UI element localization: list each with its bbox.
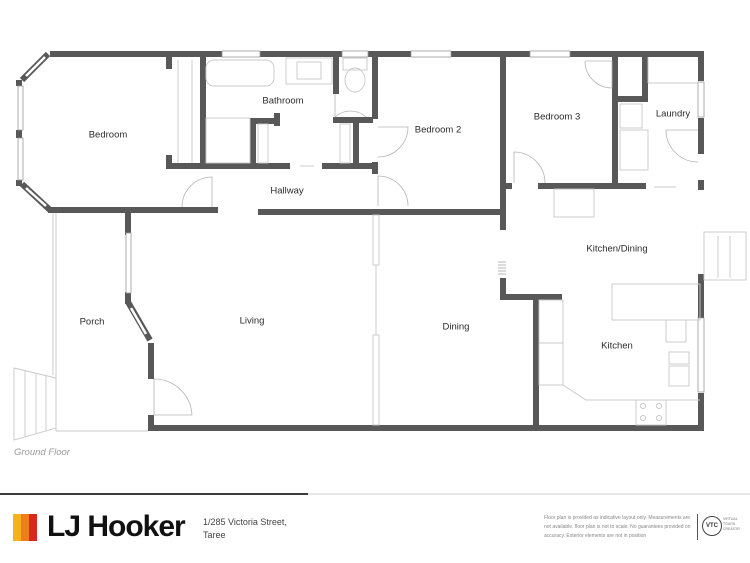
property-address: 1/285 Victoria Street, Taree xyxy=(203,516,287,542)
windows xyxy=(17,50,705,393)
room-label-living: Living xyxy=(239,315,265,327)
room-label-bathroom: Bathroom xyxy=(262,95,304,107)
room-label-kitchen-dining: Kitchen/Dining xyxy=(586,243,648,255)
logo-bar-yellow xyxy=(13,513,21,541)
vtc-separator xyxy=(697,514,698,540)
bay-window-glass xyxy=(25,56,148,335)
footer-divider-light xyxy=(308,493,750,495)
lj-hooker-logo: LJ Hooker xyxy=(13,510,186,543)
vtc-caption-3: Creator xyxy=(723,527,740,531)
disclaimer-text: Floor plan is provided as indicative lay… xyxy=(544,515,691,539)
room-label-bedroom-3: Bedroom 3 xyxy=(533,111,581,123)
logo-bar-orange xyxy=(21,513,29,541)
room-label-porch: Porch xyxy=(79,316,105,328)
room-label-dining: Dining xyxy=(442,321,470,333)
floor-label: Ground Floor xyxy=(14,447,70,458)
room-label-bedroom-2: Bedroom 2 xyxy=(414,124,462,136)
room-label-laundry: Laundry xyxy=(655,108,691,120)
address-line-2: Taree xyxy=(203,530,226,540)
brand-name: LJ Hooker xyxy=(47,510,186,543)
logo-bar-red xyxy=(29,513,37,541)
vtc-caption-1: Virtual xyxy=(723,517,738,521)
fixtures xyxy=(13,57,747,441)
vtc-badge-icon: VTC xyxy=(702,516,722,536)
walls xyxy=(16,51,704,431)
logo-color-bars-icon xyxy=(13,513,37,541)
room-label-hallway: Hallway xyxy=(270,185,304,197)
floor-plan xyxy=(13,50,747,441)
footer-divider xyxy=(0,493,308,495)
room-label-bedroom: Bedroom xyxy=(88,129,128,141)
room-label-kitchen: Kitchen xyxy=(601,340,633,352)
vtc-caption: Virtual Tours Creator xyxy=(723,517,740,532)
address-line-1: 1/285 Victoria Street, xyxy=(203,517,287,527)
window-hatch xyxy=(498,261,506,275)
vtc-caption-2: Tours xyxy=(723,522,736,526)
doors xyxy=(153,60,699,416)
